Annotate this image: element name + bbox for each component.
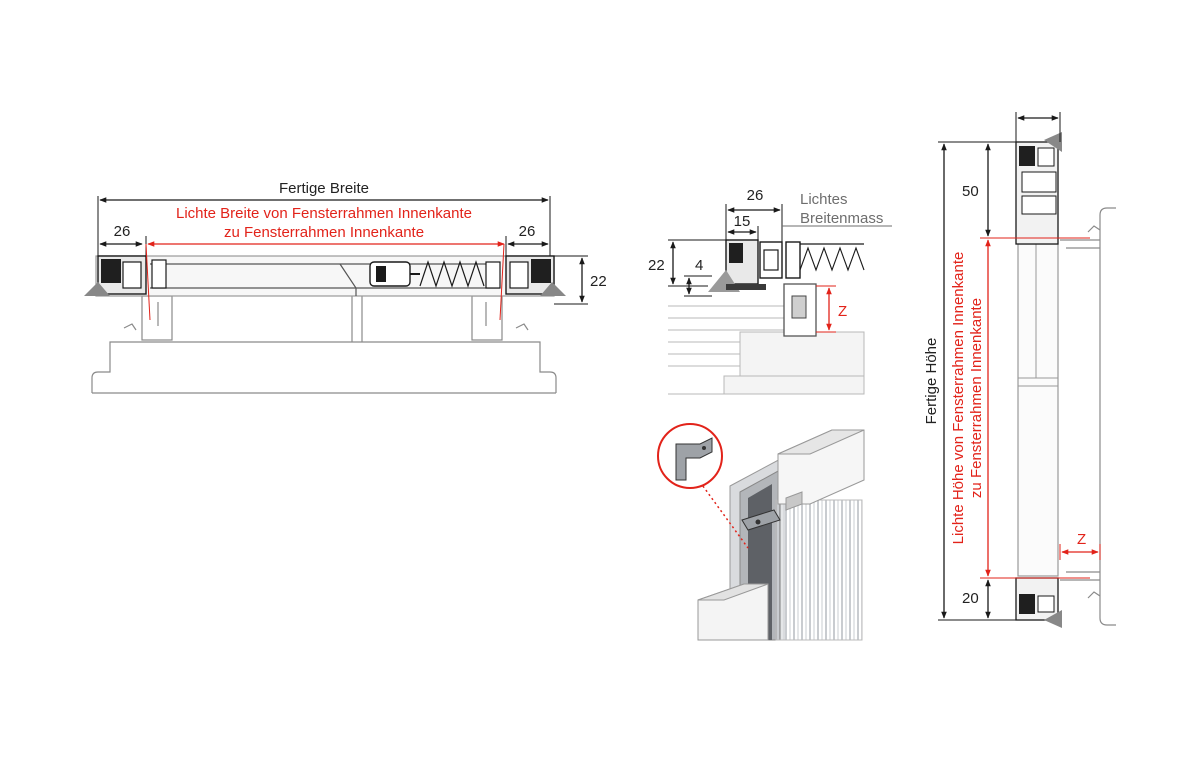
section-width-label: 26	[747, 187, 764, 204]
mounting-clip	[741, 509, 781, 531]
top-cassette	[1015, 132, 1062, 245]
slider-handle	[369, 261, 420, 287]
left-offset-label: 26	[114, 223, 131, 240]
screen-rails	[95, 255, 555, 297]
clear-height-label-line1: Lichte Höhe von Fensterrahmen Innenkante	[950, 252, 967, 545]
window-frame-outline	[91, 295, 557, 394]
bottom-offset-label: 20	[962, 590, 979, 607]
side-z-label: Z	[1077, 531, 1086, 548]
bottom-profile-3d	[697, 583, 769, 641]
bottom-cassette	[1015, 577, 1062, 628]
section-detail: 26 15 Lichtes Breitenmass 22 4 Z	[648, 187, 892, 395]
section-clear-label-line1: Lichtes	[800, 191, 848, 208]
section-step-label: 4	[695, 257, 703, 274]
profile-height-label: 22	[590, 273, 607, 290]
section-inner-label: 15	[734, 213, 751, 230]
mounting-detail	[657, 423, 865, 641]
section-height-label: 22	[648, 257, 665, 274]
top-offset-label: 50	[962, 183, 979, 200]
section-pleats	[799, 246, 865, 272]
vertical-panel	[1017, 243, 1059, 577]
section-clear-label-line2: Breitenmass	[800, 210, 883, 227]
section-profile	[708, 239, 864, 292]
right-profile-cap	[485, 255, 566, 296]
top-profile-3d	[777, 429, 865, 511]
total-height-label: Fertige Höhe	[923, 338, 940, 425]
pleated-screen-panel	[775, 499, 863, 641]
height-diagram: Fertige Höhe 50 20 Lichte Höhe von Fenst…	[923, 112, 1116, 628]
left-profile-cap	[84, 255, 167, 296]
right-offset-label: 26	[519, 223, 536, 240]
section-bracket	[783, 283, 817, 337]
outer-sill-profile	[1060, 207, 1116, 626]
section-z-label: Z	[838, 303, 847, 320]
section-background	[668, 305, 865, 395]
width-diagram: Fertige Breite 26 26 Lichte Breite von F…	[84, 180, 607, 394]
clip-detail-leader	[699, 481, 749, 549]
clear-width-label-line2: zu Fensterrahmen Innenkante	[224, 224, 424, 241]
clear-height-label-line2: zu Fensterrahmen Innenkante	[968, 298, 985, 498]
pleated-fabric	[419, 260, 485, 288]
clear-width-label-line1: Lichte Breite von Fensterrahmen Innenkan…	[176, 205, 472, 222]
clip-magnified-icon	[675, 437, 713, 481]
total-width-label: Fertige Breite	[279, 180, 369, 197]
